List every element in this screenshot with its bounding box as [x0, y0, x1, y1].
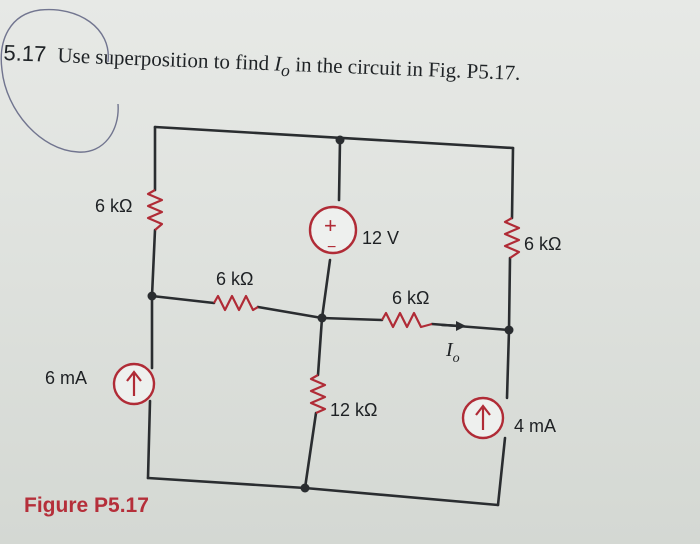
label-r-bottom-center: 12 kΩ — [330, 400, 377, 420]
current-letter: I — [445, 339, 454, 361]
pen-circle-annotation — [0, 8, 119, 153]
node-center — [317, 313, 327, 323]
resistor-mid-right — [381, 311, 433, 329]
arrow-up-icon-right — [475, 404, 491, 430]
wire-mid-left — [150, 294, 216, 305]
node-top-center — [335, 135, 345, 145]
resistor-bottom-center — [309, 374, 327, 415]
label-r-left-top: 6 kΩ — [95, 196, 132, 216]
wire-right-upper — [510, 146, 515, 220]
wire-mid-center-left — [256, 305, 324, 320]
node-bottom-center — [300, 483, 310, 493]
resistor-left-top — [146, 189, 164, 231]
label-i-source-left: 6 mA — [45, 368, 87, 388]
resistor-right-top — [503, 217, 521, 259]
wire-left-lower — [146, 399, 152, 480]
label-i-source-right: 4 mA — [514, 416, 556, 436]
label-r-right-top: 6 kΩ — [524, 234, 561, 254]
wire-center-lower — [303, 411, 318, 490]
node-left-mid — [147, 291, 157, 301]
wire-mid-center-right — [320, 316, 384, 322]
voltage-source-plus: + — [324, 213, 337, 238]
voltage-source-minus: − — [327, 239, 336, 256]
label-r-mid-right: 6 kΩ — [392, 288, 429, 308]
node-right-mid — [504, 325, 514, 335]
resistor-mid-left — [213, 294, 259, 312]
label-current-io: Io — [445, 339, 460, 366]
label-v-source: 12 V — [362, 228, 399, 248]
voltage-source-12v — [308, 205, 358, 255]
label-r-mid-left: 6 kΩ — [216, 269, 253, 289]
current-subscript: o — [453, 351, 460, 366]
wire-bottom — [146, 476, 500, 507]
wire-right-lower — [496, 436, 507, 507]
wire-top — [153, 125, 515, 150]
arrow-up-icon-left — [126, 370, 142, 396]
current-arrow-head — [456, 321, 466, 331]
figure-caption: Figure P5.17 — [24, 494, 149, 517]
wire-center-upper — [337, 138, 342, 202]
